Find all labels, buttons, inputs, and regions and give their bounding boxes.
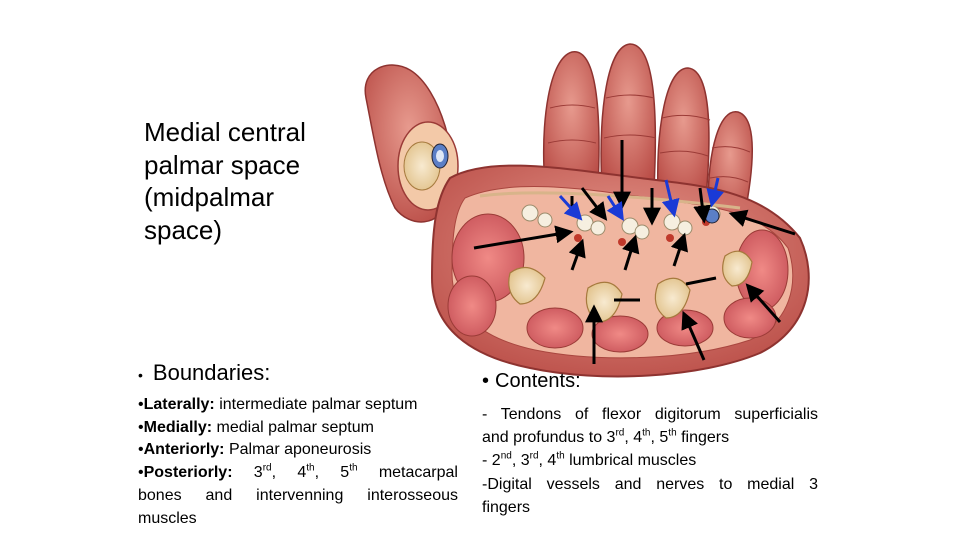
contents-heading: Contents: [495,370,581,392]
boundaries-heading: Boundaries: [152,360,271,385]
contents-tendons-line1: - Tendons of flexor digitorum superficia… [482,406,818,423]
contents-lumbricals: - 2nd, 3rd, 4th lumbrical muscles [482,451,697,470]
boundary-posterior-line2: bones and intervenning interosseous [138,486,458,504]
bullet-icon: • [482,370,490,392]
boundary-text: medial palmar septum [212,418,374,436]
annotation-arrows [473,140,796,364]
title-box: Medial central palmar space (midpalmar s… [118,112,348,252]
palm-cross-section [430,164,810,378]
thumb-cross-section [364,64,459,223]
bullet-icon: • [138,418,144,436]
bullet-icon: • [138,367,143,383]
contents-section: • Contents: - Tendons of flexor digitoru… [482,370,818,519]
ordinal-4: 4th, [297,462,320,482]
boundaries-heading-row: • Boundaries: [138,360,458,386]
boundaries-list: •Laterally: intermediate palmar septum •… [138,394,458,530]
fingers [542,43,753,219]
bullet-icon: • [138,441,144,459]
boundary-text: Palmar aponeurosis [224,441,372,459]
ordinal-3: 3rd, [253,462,277,482]
contents-vessels-line1: -Digital vessels and nerves to medial 3 [482,475,818,493]
boundaries-section: • Boundaries: •Laterally: intermediate p… [138,360,458,530]
contents-vessels-line2: fingers [482,498,531,516]
boundary-label: Laterally: [143,396,215,413]
boundary-posterior-line1: •Posteriorly: 3rd, 4th, 5th metacarpal [138,462,458,485]
slide-title: Medial central palmar space (midpalmar s… [144,117,306,245]
bullet-icon: • [138,396,144,413]
boundary-label: Medially: [143,418,213,436]
boundary-label: Posteriorly: [143,464,233,482]
boundary-anterior: •Anteriorly: Palmar aponeurosis [138,439,458,462]
boundary-text: metacarpal [378,464,458,482]
contents-list: - Tendons of flexor digitorum superficia… [482,403,818,519]
boundary-medial: •Medially: medial palmar septum [138,417,458,440]
contents-tendons-line2: and profundus to 3rd, 4th, 5th fingers [482,427,730,447]
hand-cross-section-illustration [364,43,810,378]
boundary-lateral: •Laterally: intermediate palmar septum [138,394,458,417]
contents-heading-row: • Contents: [482,370,818,393]
ordinal-5: 5th [340,462,358,482]
boundary-posterior-line3: muscles [138,509,197,527]
boundary-label: Anteriorly: [143,441,225,459]
boundary-text: intermediate palmar septum [214,396,418,413]
bullet-icon: • [138,464,144,482]
